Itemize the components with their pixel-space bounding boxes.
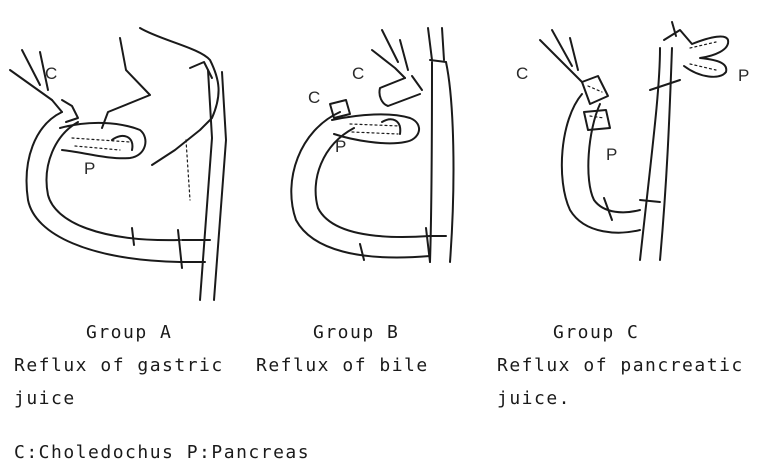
pancreas-label-b: P [335,137,346,157]
group-b-desc-line1: Reflux of bile [256,355,429,376]
group-c-desc-line2: juice. [497,388,571,409]
choledochus-label-c: C [516,64,528,84]
choledochus-label-b2: C [308,88,320,108]
pancreas-label-c1: P [606,145,617,165]
group-a-desc-line2: juice [14,388,76,409]
choledochus-label-a: C [45,64,57,84]
pancreas-label-a: P [84,159,95,179]
choledochus-label-b1: C [352,64,364,84]
group-a-desc-line1: Reflux of gastric [14,355,224,376]
group-a-title: Group A [86,322,172,343]
group-c-desc-line1: Reflux of pancreatic [497,355,744,376]
legend: C:Choledochus P:Pancreas [14,442,310,463]
group-c-title: Group C [553,322,639,343]
group-b-title: Group B [313,322,399,343]
pancreas-label-c2: P [738,66,749,86]
